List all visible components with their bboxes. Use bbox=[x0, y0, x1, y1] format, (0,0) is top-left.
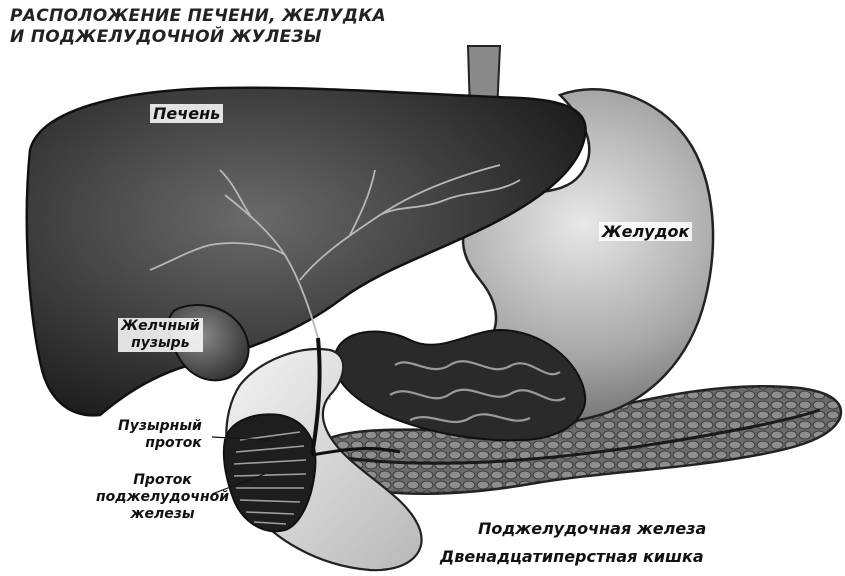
label-pancreatic-duct-line-2: поджелудочной bbox=[96, 489, 229, 506]
label-pancreatic-duct-line-3: железы bbox=[96, 506, 229, 523]
label-gallbladder: Желчный пузырь bbox=[118, 318, 203, 352]
page-title: РАСПОЛОЖЕНИЕ ПЕЧЕНИ, ЖЕЛУДКА И ПОДЖЕЛУДО… bbox=[10, 6, 386, 48]
label-cystic-duct-line-2: проток bbox=[118, 435, 202, 452]
label-pancreatic-duct-line-1: Проток bbox=[96, 472, 229, 489]
title-line-2: И ПОДЖЕЛУДОЧНОЙ ЖУЛЕЗЫ bbox=[10, 27, 386, 48]
label-pancreas: Поджелудочная железа bbox=[478, 519, 706, 538]
title-line-1: РАСПОЛОЖЕНИЕ ПЕЧЕНИ, ЖЕЛУДКА bbox=[10, 6, 386, 27]
label-liver: Печень bbox=[150, 104, 223, 123]
label-duodenum: Двенадцатиперстная кишка bbox=[440, 547, 704, 566]
label-pancreatic-duct: Проток поджелудочной железы bbox=[96, 472, 229, 523]
label-cystic-duct-line-1: Пузырный bbox=[118, 418, 202, 435]
label-cystic-duct: Пузырный проток bbox=[118, 418, 202, 452]
label-stomach: Желудок bbox=[599, 222, 692, 241]
stomach-interior bbox=[334, 330, 585, 440]
label-gallbladder-line-2: пузырь bbox=[121, 335, 200, 352]
label-gallbladder-line-1: Желчный bbox=[121, 318, 200, 335]
